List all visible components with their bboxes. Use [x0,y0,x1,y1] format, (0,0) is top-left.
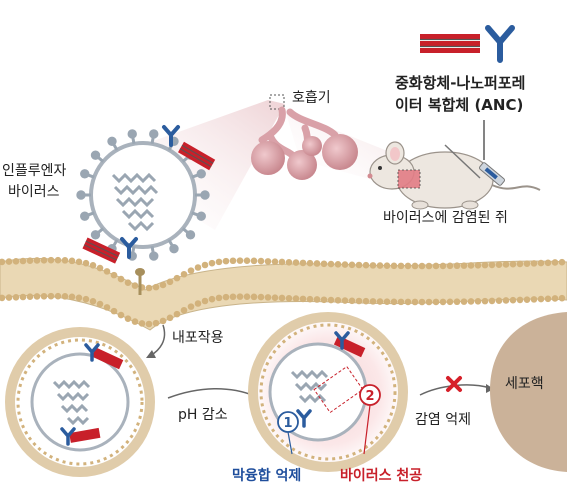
virus-label-line2: 바이러스 [8,184,60,200]
ph-decrease-label: pH 감소 [178,407,228,423]
mouse-icon [367,141,541,210]
virus-label-line1: 인플루엔자 [2,163,67,179]
endocytosis-label: 내포작용 [172,330,224,346]
nucleus-label: 세포핵 [505,376,544,392]
respiratory-label: 호흡기 [292,90,331,106]
endosome-left [5,327,155,477]
infected-mouse-label: 바이러스에 감염된 쥐 [383,210,508,226]
infection-suppression-label: 감염 억제 [415,412,471,428]
lungs-icon [251,94,358,180]
anc-title-line2: 이터 복합체 (ANC) [395,96,524,114]
virus-perforation-label: 바이러스 천공 [340,468,423,484]
endosome-right [248,312,408,472]
red-x-icon [446,376,462,392]
syringe-icon [444,120,505,186]
ph-arrow [167,388,256,399]
nucleus [490,312,567,472]
fusion-inhibition-label: 막융합 억제 [232,468,302,484]
influenza-virus [76,125,216,264]
antibody-nanoperforator-icon [420,25,515,63]
anc-title-line1: 중화항체-나노퍼포레 [395,74,526,92]
marker-1-text: 1 [283,416,292,431]
cell-membrane [0,256,567,331]
marker-2-text: 2 [365,389,374,404]
zoom-cone [100,100,285,230]
